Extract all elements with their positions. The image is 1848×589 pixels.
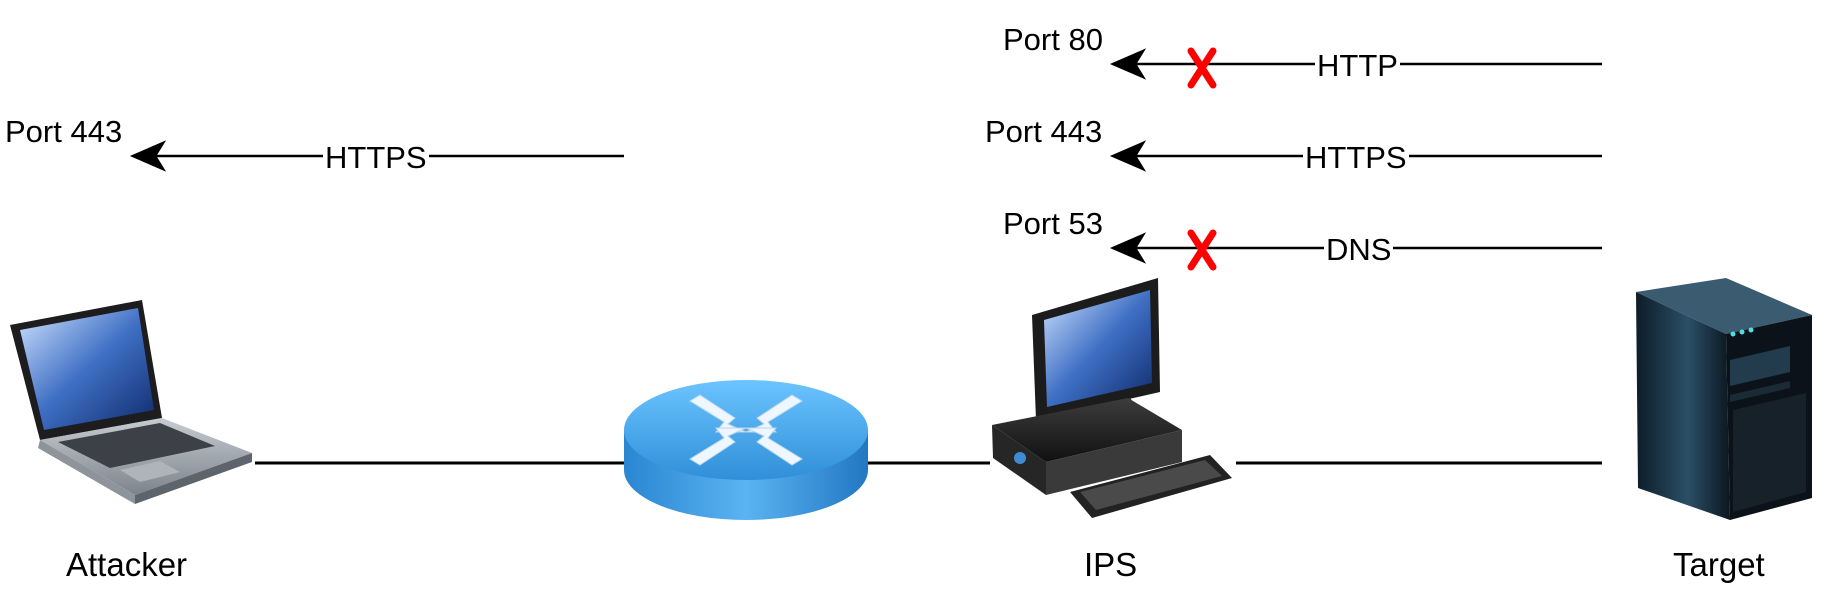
protocol-label-attacker-https: HTTPS <box>323 140 429 175</box>
blocked-x-icon <box>1187 47 1217 89</box>
arrowhead-icon <box>1109 48 1147 80</box>
protocol-label-ips-https: HTTPS <box>1303 140 1409 175</box>
port-label-attacker-443: Port 443 <box>5 114 123 149</box>
ips-label: IPS <box>1084 546 1138 583</box>
protocol-label-ips-dns: DNS <box>1324 232 1394 267</box>
blocked-x-icon <box>1187 229 1217 271</box>
attacker-label: Attacker <box>66 546 188 583</box>
port-label-ips-443: Port 443 <box>985 114 1103 149</box>
desktop-computer-icon <box>992 278 1232 518</box>
port-label-ips-53: Port 53 <box>1003 206 1103 241</box>
arrowhead-icon <box>1109 232 1147 264</box>
arrowhead-icon <box>1109 140 1147 172</box>
server-tower-icon <box>1636 278 1812 520</box>
target-label: Target <box>1673 546 1765 583</box>
protocol-label-ips-http: HTTP <box>1315 48 1400 83</box>
router-icon <box>624 380 868 520</box>
block-marks <box>1187 47 1217 271</box>
arrowhead-icon <box>129 140 167 172</box>
port-label-ips-80: Port 80 <box>1003 22 1103 57</box>
laptop-icon <box>10 300 252 504</box>
